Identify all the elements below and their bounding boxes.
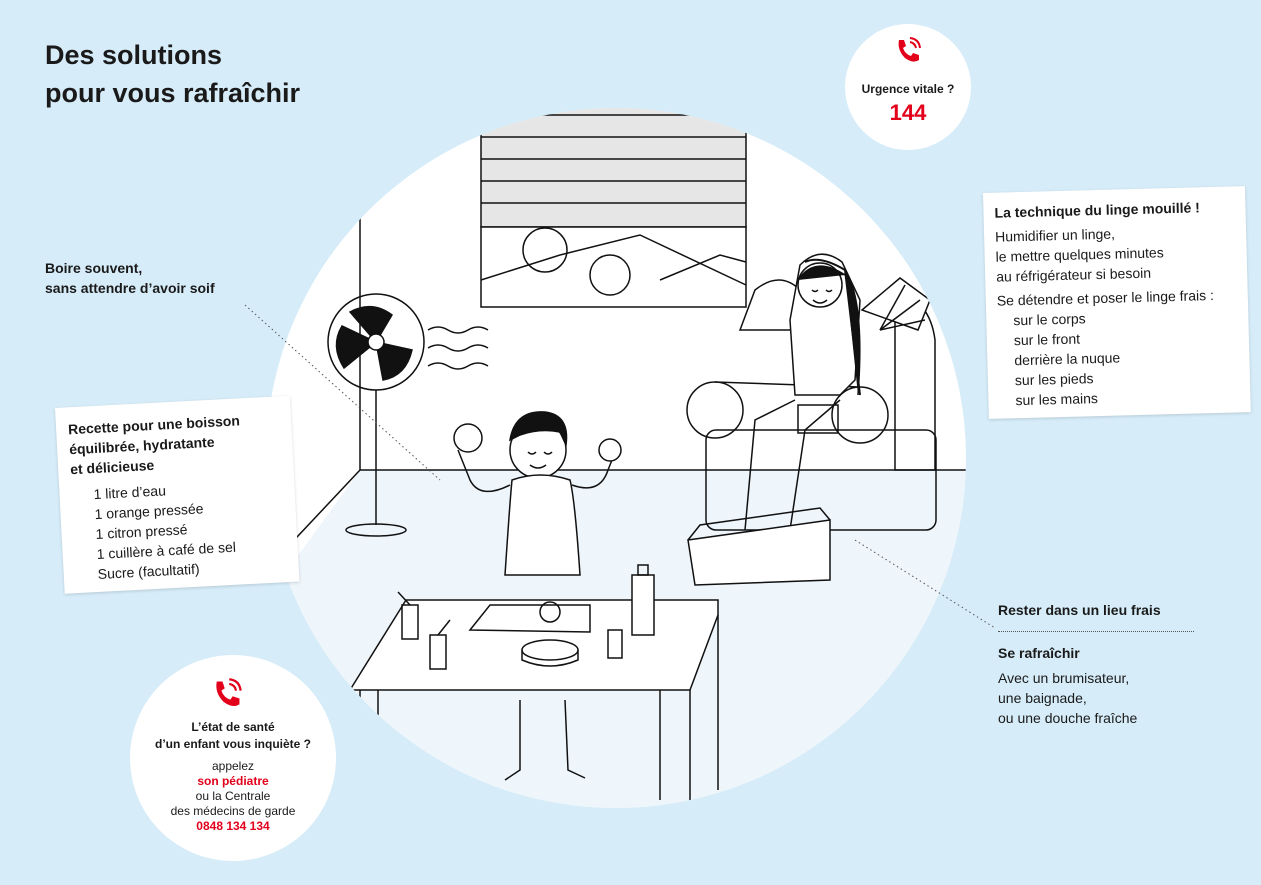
- child-question-line: L’état de santé: [191, 720, 275, 734]
- cool-place-tip: Rester dans un lieu frais: [998, 602, 1161, 618]
- refresh-line: Avec un brumisateur,: [998, 670, 1130, 686]
- child-health-badge: L’état de santé d’un enfant vous inquièt…: [130, 655, 336, 861]
- child-question: L’état de santé d’un enfant vous inquièt…: [130, 719, 336, 753]
- phone-icon: [898, 37, 921, 62]
- child-call: appelez: [211, 759, 255, 773]
- child-pediatrician: son pédiatre: [197, 774, 269, 788]
- emergency-number: 144: [889, 100, 927, 125]
- emergency-badge: Urgence vitale ? 144: [845, 24, 971, 150]
- child-question-line: d’un enfant vous inquiète ?: [155, 737, 311, 751]
- woman-icon: [744, 253, 931, 531]
- wet-cloth-card: La technique du linge mouillé ! Humidifi…: [983, 186, 1251, 419]
- wet-cloth-heading: La technique du linge mouillé !: [994, 199, 1201, 221]
- recipe-list: 1 litre d’eau 1 orange pressée 1 citron …: [71, 474, 299, 586]
- recipe-heading: Recette pour une boisson équilibrée, hyd…: [68, 408, 294, 480]
- window-icon: [480, 108, 747, 308]
- phone-icon: [216, 678, 242, 707]
- refresh-text: Avec un brumisateur, une baignade, ou un…: [998, 668, 1137, 728]
- emergency-label: Urgence vitale ?: [861, 82, 955, 96]
- page-title: Des solutions pour vous rafraîchir: [45, 36, 405, 112]
- divider: [998, 631, 1194, 632]
- child-doctors: des médecins de garde: [170, 804, 296, 818]
- refresh-heading: Se rafraîchir: [998, 645, 1080, 661]
- boy-icon: [453, 411, 622, 781]
- drink-tip-line-1: Boire souvent,: [45, 260, 143, 276]
- fan-icon: [327, 293, 489, 537]
- child-or: ou la Centrale: [195, 789, 271, 803]
- recipe-card: Recette pour une boisson équilibrée, hyd…: [55, 395, 300, 594]
- title-line-2: pour vous rafraîchir: [45, 78, 301, 108]
- child-phone-number: 0848 134 134: [196, 819, 270, 833]
- drink-tip: Boire souvent, sans attendre d’avoir soi…: [45, 258, 215, 298]
- foot-bath-icon: [687, 507, 831, 586]
- refresh-line: une baignade,: [998, 690, 1087, 706]
- child-answer: appelez son pédiatre ou la Centrale des …: [130, 759, 336, 834]
- title-line-1: Des solutions: [45, 40, 223, 70]
- refresh-line: ou une douche fraîche: [998, 710, 1138, 726]
- drink-tip-line-2: sans attendre d’avoir soif: [45, 280, 215, 296]
